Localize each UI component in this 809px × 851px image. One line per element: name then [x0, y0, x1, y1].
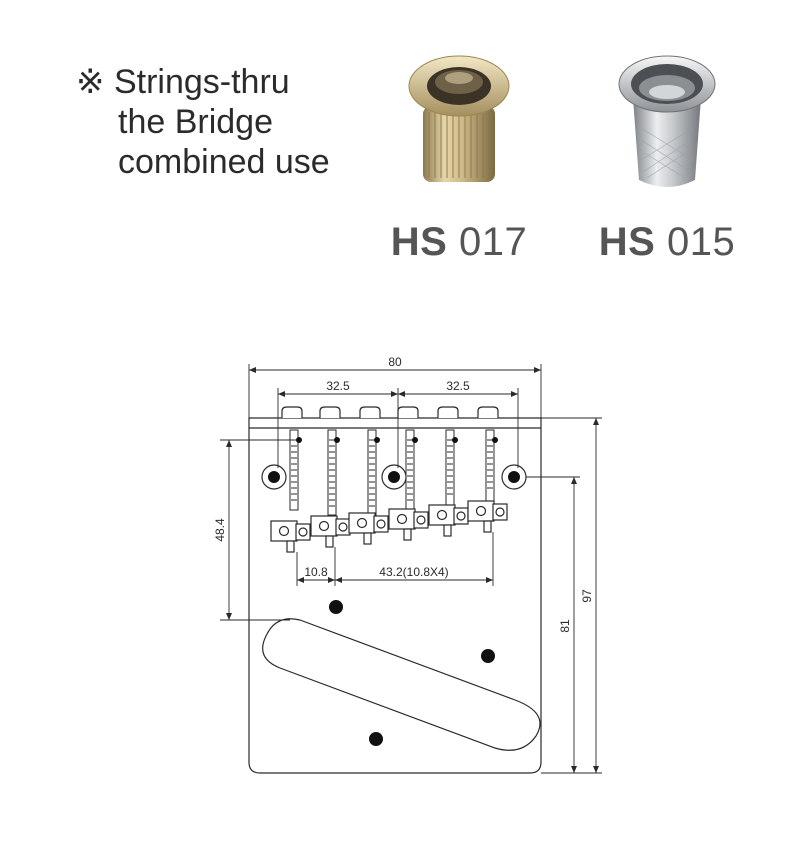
product-code-hs017: HS 017 — [390, 220, 528, 264]
dim-overall-width: 80 — [388, 355, 402, 369]
note-line-1: Strings-thru — [113, 63, 290, 101]
saddle-screws — [278, 505, 505, 537]
bridge-technical-drawing: 80 32.5 32.5 10.8 43.2(10.8X4) 48.4 81 9… — [213, 355, 602, 774]
mounting-holes — [261, 464, 527, 746]
note-line-2: the Bridge — [118, 103, 273, 141]
dim-saddle-span: 43.2(10.8X4) — [379, 565, 448, 579]
intonation-screw-tabs — [281, 406, 499, 418]
ferrule-knurled-chrome-icon — [607, 48, 727, 198]
strings-thru-note: ※ Strings-thru the Bridge combined use — [76, 62, 330, 182]
note-line-3: combined use — [118, 143, 330, 181]
product-hs017: HS 017 — [384, 48, 534, 265]
string-thru-holes — [296, 437, 498, 443]
product-code-hs015: HS 015 — [598, 220, 736, 264]
note-symbol: ※ — [76, 63, 105, 101]
dim-saddle-depth: 48.4 — [213, 518, 227, 542]
spring-coils — [291, 439, 493, 507]
dim-overall-height: 97 — [580, 589, 594, 603]
dim-saddle-pitch: 10.8 — [304, 565, 328, 579]
dim-half-span-right: 32.5 — [446, 379, 470, 393]
dim-mount-height: 81 — [558, 619, 572, 633]
dimension-arrows — [226, 367, 599, 773]
dimension-lines — [220, 364, 602, 774]
product-hs015: HS 015 — [592, 48, 742, 265]
pickup-cavity — [262, 618, 541, 751]
dim-half-span-left: 32.5 — [326, 379, 350, 393]
bridge-plate-outline — [248, 417, 542, 774]
saddles — [270, 500, 508, 553]
ferrule-knurled-gold-icon — [399, 48, 519, 198]
